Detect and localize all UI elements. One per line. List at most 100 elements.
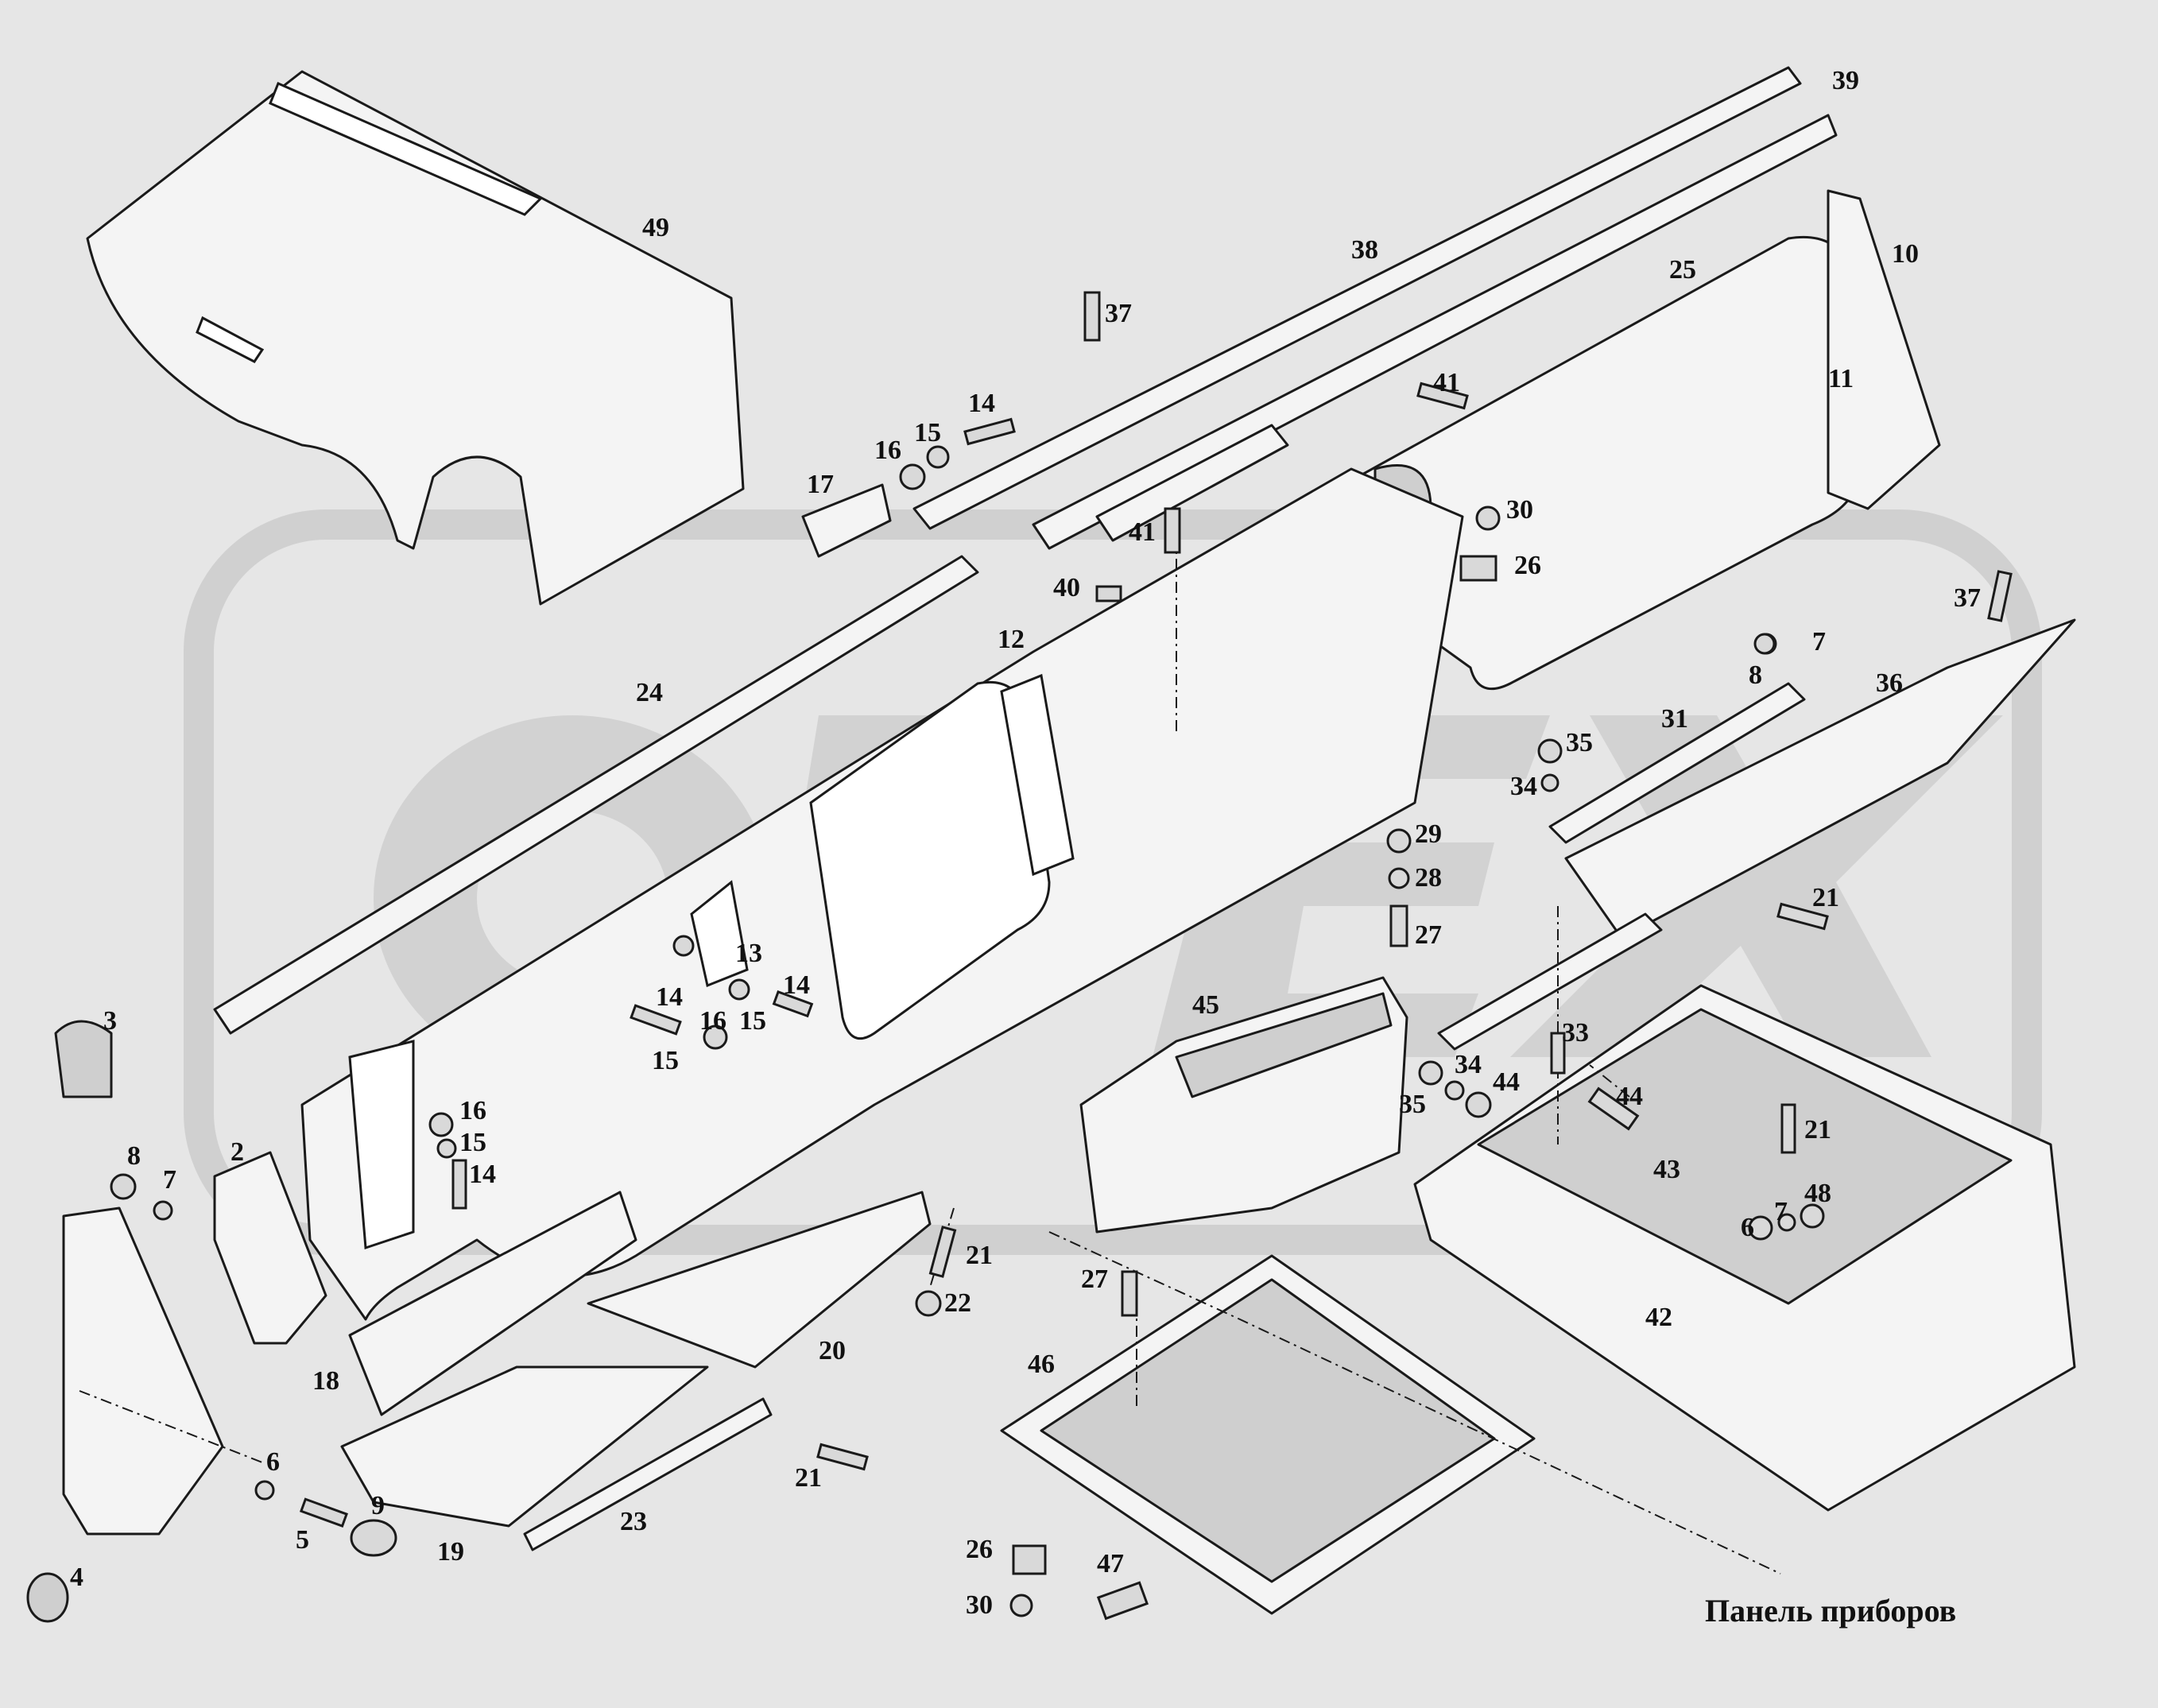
bolt-27-bottom — [1121, 1270, 1138, 1317]
callout-30b: 30 — [966, 1590, 993, 1620]
callout-46: 46 — [1028, 1350, 1055, 1379]
callout-43: 43 — [1653, 1155, 1680, 1184]
callout-33: 33 — [1562, 1018, 1589, 1048]
part-26-top — [1459, 555, 1497, 582]
callout-34a: 34 — [1510, 772, 1537, 801]
callout-24: 24 — [636, 678, 663, 707]
callout-21a: 21 — [966, 1241, 993, 1270]
fasteners — [110, 291, 2013, 1621]
callout-11: 11 — [1828, 364, 1854, 393]
callout-31: 31 — [1661, 704, 1688, 734]
callout-3: 3 — [103, 1006, 117, 1036]
part-31-36-shelves — [1437, 618, 2076, 1051]
callout-37b: 37 — [1954, 583, 1981, 613]
callout-12: 12 — [998, 625, 1025, 654]
part-10-11-side-bracket — [1827, 189, 1941, 510]
callout-26a: 26 — [1514, 551, 1541, 580]
callout-8b: 8 — [1749, 660, 1762, 690]
washer-44-left — [1465, 1091, 1492, 1118]
callout-10: 10 — [1892, 239, 1919, 269]
washer-6-left — [254, 1480, 275, 1501]
nut-30-bottom — [1009, 1594, 1033, 1617]
callout-42: 42 — [1645, 1303, 1672, 1332]
callout-6a: 6 — [266, 1447, 280, 1477]
nut-15-top — [926, 445, 950, 469]
nut-8-right — [1753, 633, 1776, 655]
callouts: 2 3 4 5 6 6 7 7 7 8 8 9 10 11 12 13 14 1… — [70, 66, 1981, 1620]
washer-16-center — [703, 1024, 728, 1050]
part-24-strip — [213, 555, 979, 1035]
callout-47: 47 — [1097, 1549, 1124, 1578]
callout-8a: 8 — [127, 1141, 141, 1171]
bolt-21-right — [1776, 902, 1829, 931]
callout-19: 19 — [437, 1537, 464, 1567]
nut-29 — [1386, 828, 1412, 854]
bolt-14-left — [630, 1004, 682, 1036]
plug-9 — [350, 1519, 397, 1557]
nut-35-top — [1537, 738, 1563, 764]
callout-21b: 21 — [795, 1463, 822, 1493]
callout-40: 40 — [1053, 573, 1080, 602]
callout-39: 39 — [1832, 66, 1859, 95]
washer-16-left — [428, 1112, 454, 1137]
callout-15a: 15 — [914, 418, 941, 447]
washer-34-bottom — [1444, 1080, 1465, 1101]
part-12-dashboard-body — [300, 467, 1464, 1321]
callout-16c: 16 — [459, 1096, 486, 1125]
part-40 — [1095, 585, 1122, 602]
callout-14a: 14 — [968, 389, 995, 418]
callout-15b: 15 — [652, 1046, 679, 1075]
callout-26b: 26 — [966, 1535, 993, 1564]
callout-35a: 35 — [1566, 728, 1593, 757]
callout-17: 17 — [807, 470, 834, 499]
washer-16-top — [899, 463, 926, 490]
callout-2: 2 — [231, 1137, 244, 1167]
washer-7-left — [153, 1200, 173, 1221]
callout-36: 36 — [1876, 668, 1903, 698]
part-45-box — [1079, 976, 1408, 1234]
callout-15c: 15 — [739, 1006, 766, 1036]
bolt-37-right — [1987, 570, 2013, 622]
callout-15d: 15 — [459, 1128, 486, 1157]
callout-35b: 35 — [1399, 1090, 1426, 1119]
callout-27b: 27 — [1081, 1265, 1108, 1294]
callout-14b: 14 — [656, 982, 683, 1012]
bolt-21-center — [928, 1226, 957, 1278]
callout-6b: 6 — [1741, 1213, 1754, 1242]
callout-21d: 21 — [1804, 1115, 1831, 1144]
bolt-14-top — [963, 417, 1016, 446]
callout-37a: 37 — [1105, 299, 1132, 328]
bolt-14-lower-left — [451, 1159, 467, 1210]
nut-48 — [1800, 1203, 1825, 1229]
callout-49: 49 — [642, 213, 669, 242]
callout-28: 28 — [1415, 863, 1442, 893]
nut-35-bottom — [1418, 1060, 1443, 1086]
callout-4: 4 — [70, 1563, 83, 1592]
washer-15-left — [436, 1138, 457, 1159]
washer-28 — [1388, 867, 1410, 889]
callout-9: 9 — [371, 1491, 385, 1520]
bolt-14-center — [772, 990, 814, 1018]
nut-30-top — [1475, 505, 1501, 531]
diagram-caption: Панель приборов — [1705, 1593, 1956, 1629]
washer-22 — [915, 1290, 942, 1317]
callout-14d: 14 — [469, 1160, 496, 1189]
callout-14c: 14 — [783, 970, 810, 1000]
bolt-21-lower-left — [816, 1443, 869, 1471]
nut-8-left — [110, 1173, 137, 1200]
part-2-3-4-side-parts — [26, 1020, 327, 1623]
callout-41b: 41 — [1129, 517, 1156, 547]
callout-7b: 7 — [1812, 627, 1826, 656]
callout-16b: 16 — [699, 1006, 726, 1036]
part-49-column-cover — [86, 70, 745, 606]
part-18-20-lower-brackets — [340, 1191, 932, 1551]
bolt-33 — [1550, 1032, 1566, 1075]
part-44-43-lock — [1587, 1086, 1640, 1131]
callout-34b: 34 — [1455, 1050, 1482, 1079]
callout-23: 23 — [620, 1507, 647, 1536]
washer-7-lower-right — [1777, 1213, 1796, 1232]
bolt-41-top — [1416, 381, 1469, 410]
part-42-drawer — [1413, 984, 2076, 1512]
callout-22: 22 — [944, 1288, 971, 1318]
